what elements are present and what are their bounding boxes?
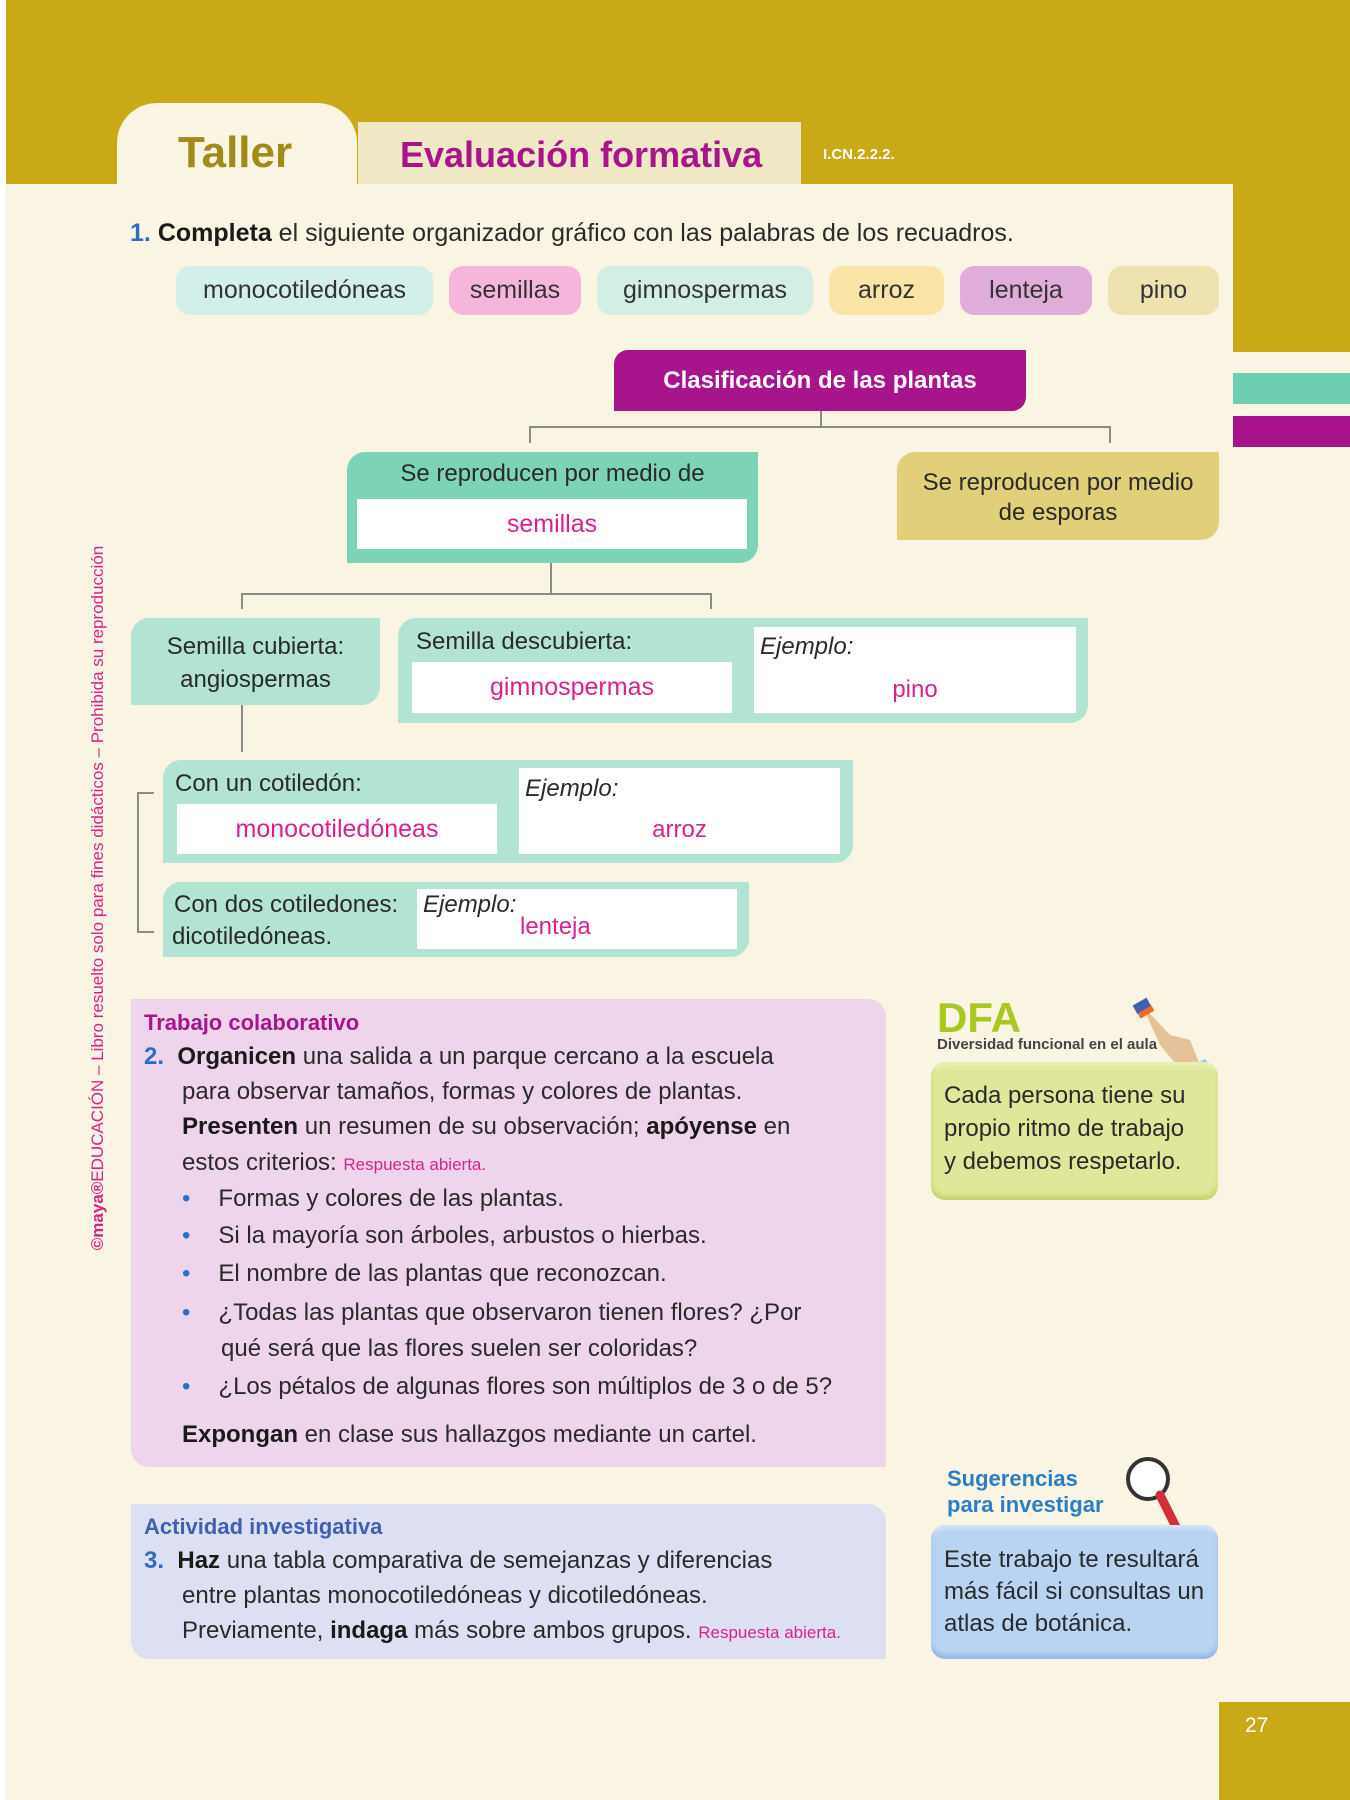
text-line: Cada persona tiene su — [944, 1082, 1186, 1109]
connector — [820, 411, 822, 427]
text-line: para observar tamaños, formas y colores … — [182, 1078, 743, 1105]
taller-label: Taller — [178, 128, 293, 177]
suggestions-box — [931, 1525, 1218, 1659]
example-label: Ejemplo: — [760, 633, 854, 660]
seeds-answer: semillas — [357, 499, 747, 549]
covered-label: Semilla cubierta: — [166, 633, 345, 660]
text-line: atlas de botánica. — [944, 1610, 1133, 1637]
text-line: entre plantas monocotiledóneas y dicotil… — [182, 1582, 708, 1609]
chip: arroz — [829, 266, 944, 315]
bullet-item: •¿Todas las plantas que observaron tiene… — [182, 1299, 802, 1326]
two-label: dicotiledóneas. — [172, 923, 333, 950]
research-activity-section — [131, 1504, 886, 1659]
root-node: Clasificación de las plantas — [614, 350, 1026, 411]
dfa-box — [931, 1062, 1218, 1200]
example-box — [519, 768, 840, 854]
chip: semillas — [449, 266, 581, 315]
connector — [529, 426, 531, 443]
bullet-item: •Formas y colores de las plantas. — [182, 1185, 564, 1212]
title-tab — [358, 122, 801, 184]
example-label: Ejemplo: — [525, 775, 619, 802]
spores-label: de esporas — [998, 499, 1118, 526]
uncovered-label: Semilla descubierta: — [416, 628, 633, 655]
text-line: más fácil si consultas un — [944, 1578, 1205, 1605]
connector — [241, 593, 243, 609]
example-answer: arroz — [652, 816, 707, 843]
page-title: Evaluación formativa — [400, 134, 763, 175]
example-label: Ejemplo: — [423, 891, 517, 918]
bracket — [137, 931, 154, 933]
bullet-continuation: qué será que las flores suelen ser color… — [221, 1335, 698, 1362]
bullet-item: •El nombre de las plantas que reconozcan… — [182, 1260, 667, 1287]
example-box — [417, 889, 737, 949]
text-line: Presenten un resumen de su observación; … — [182, 1113, 791, 1140]
one-label: Con un cotiledón: — [175, 770, 362, 797]
spores-label: Se reproducen por medio — [922, 469, 1194, 496]
chip: pino — [1108, 266, 1219, 315]
bracket — [137, 792, 154, 794]
question-1: 1. Completa el siguiente organizador grá… — [130, 219, 1014, 247]
text-line: propio ritmo de trabajo — [944, 1115, 1185, 1142]
page-number: 27 — [1219, 1702, 1350, 1800]
right-band — [1233, 0, 1350, 352]
magnifier-icon — [1126, 1457, 1181, 1532]
skill-code: I.CN.2.2.2. — [823, 146, 895, 163]
dfa-subtitle: Diversidad funcional en el aula — [937, 1036, 1158, 1053]
text-line: y debemos respetarlo. — [944, 1148, 1182, 1175]
covered-label: angiospermas — [180, 666, 331, 693]
spores-node — [897, 452, 1219, 540]
one-answer: monocotiledóneas — [177, 804, 497, 854]
seeds-label: Se reproducen por medio de — [400, 460, 705, 487]
question-number: 3. — [144, 1547, 165, 1574]
chip: monocotiledóneas — [176, 266, 433, 315]
example-box — [754, 627, 1076, 713]
connector — [241, 705, 243, 752]
bullet-item: •Si la mayoría son árboles, arbustos o h… — [182, 1222, 707, 1249]
taller-tab — [117, 103, 357, 193]
section-title: Actividad investigativa — [144, 1514, 383, 1539]
dfa-logo: DFA — [937, 994, 1021, 1041]
chip: gimnospermas — [597, 266, 813, 315]
example-answer: pino — [892, 676, 938, 703]
text-line: Expongan en clase sus hallazgos mediante… — [182, 1421, 757, 1448]
example-answer: lenteja — [520, 913, 591, 940]
connector — [529, 426, 1111, 428]
bracket — [137, 792, 139, 932]
connector — [550, 563, 552, 594]
collaborative-work-section — [131, 999, 886, 1467]
bullet-item: •¿Los pétalos de algunas flores son múlt… — [182, 1373, 833, 1400]
question-number: 2. — [144, 1043, 165, 1070]
magenta-tab-marker — [1233, 416, 1350, 447]
uncovered-answer: gimnospermas — [412, 662, 732, 713]
two-label: Con dos cotiledones: — [174, 891, 399, 918]
connector — [1109, 426, 1111, 443]
section-title: Trabajo colaborativo — [144, 1010, 360, 1035]
text-line: Previamente, indaga más sobre ambos grup… — [182, 1617, 841, 1644]
teal-tab-marker — [1233, 373, 1350, 404]
text-line: Este trabajo te resultará — [944, 1546, 1199, 1573]
connector — [241, 593, 712, 595]
covered-seed-node — [131, 618, 380, 705]
copyright-side-text: ©maya®EDUCACIÓN – Libro resuelto solo pa… — [88, 545, 107, 1251]
chip: lenteja — [960, 266, 1092, 315]
text-line: estos criterios: Respuesta abierta. — [182, 1149, 487, 1176]
connector — [710, 593, 712, 609]
